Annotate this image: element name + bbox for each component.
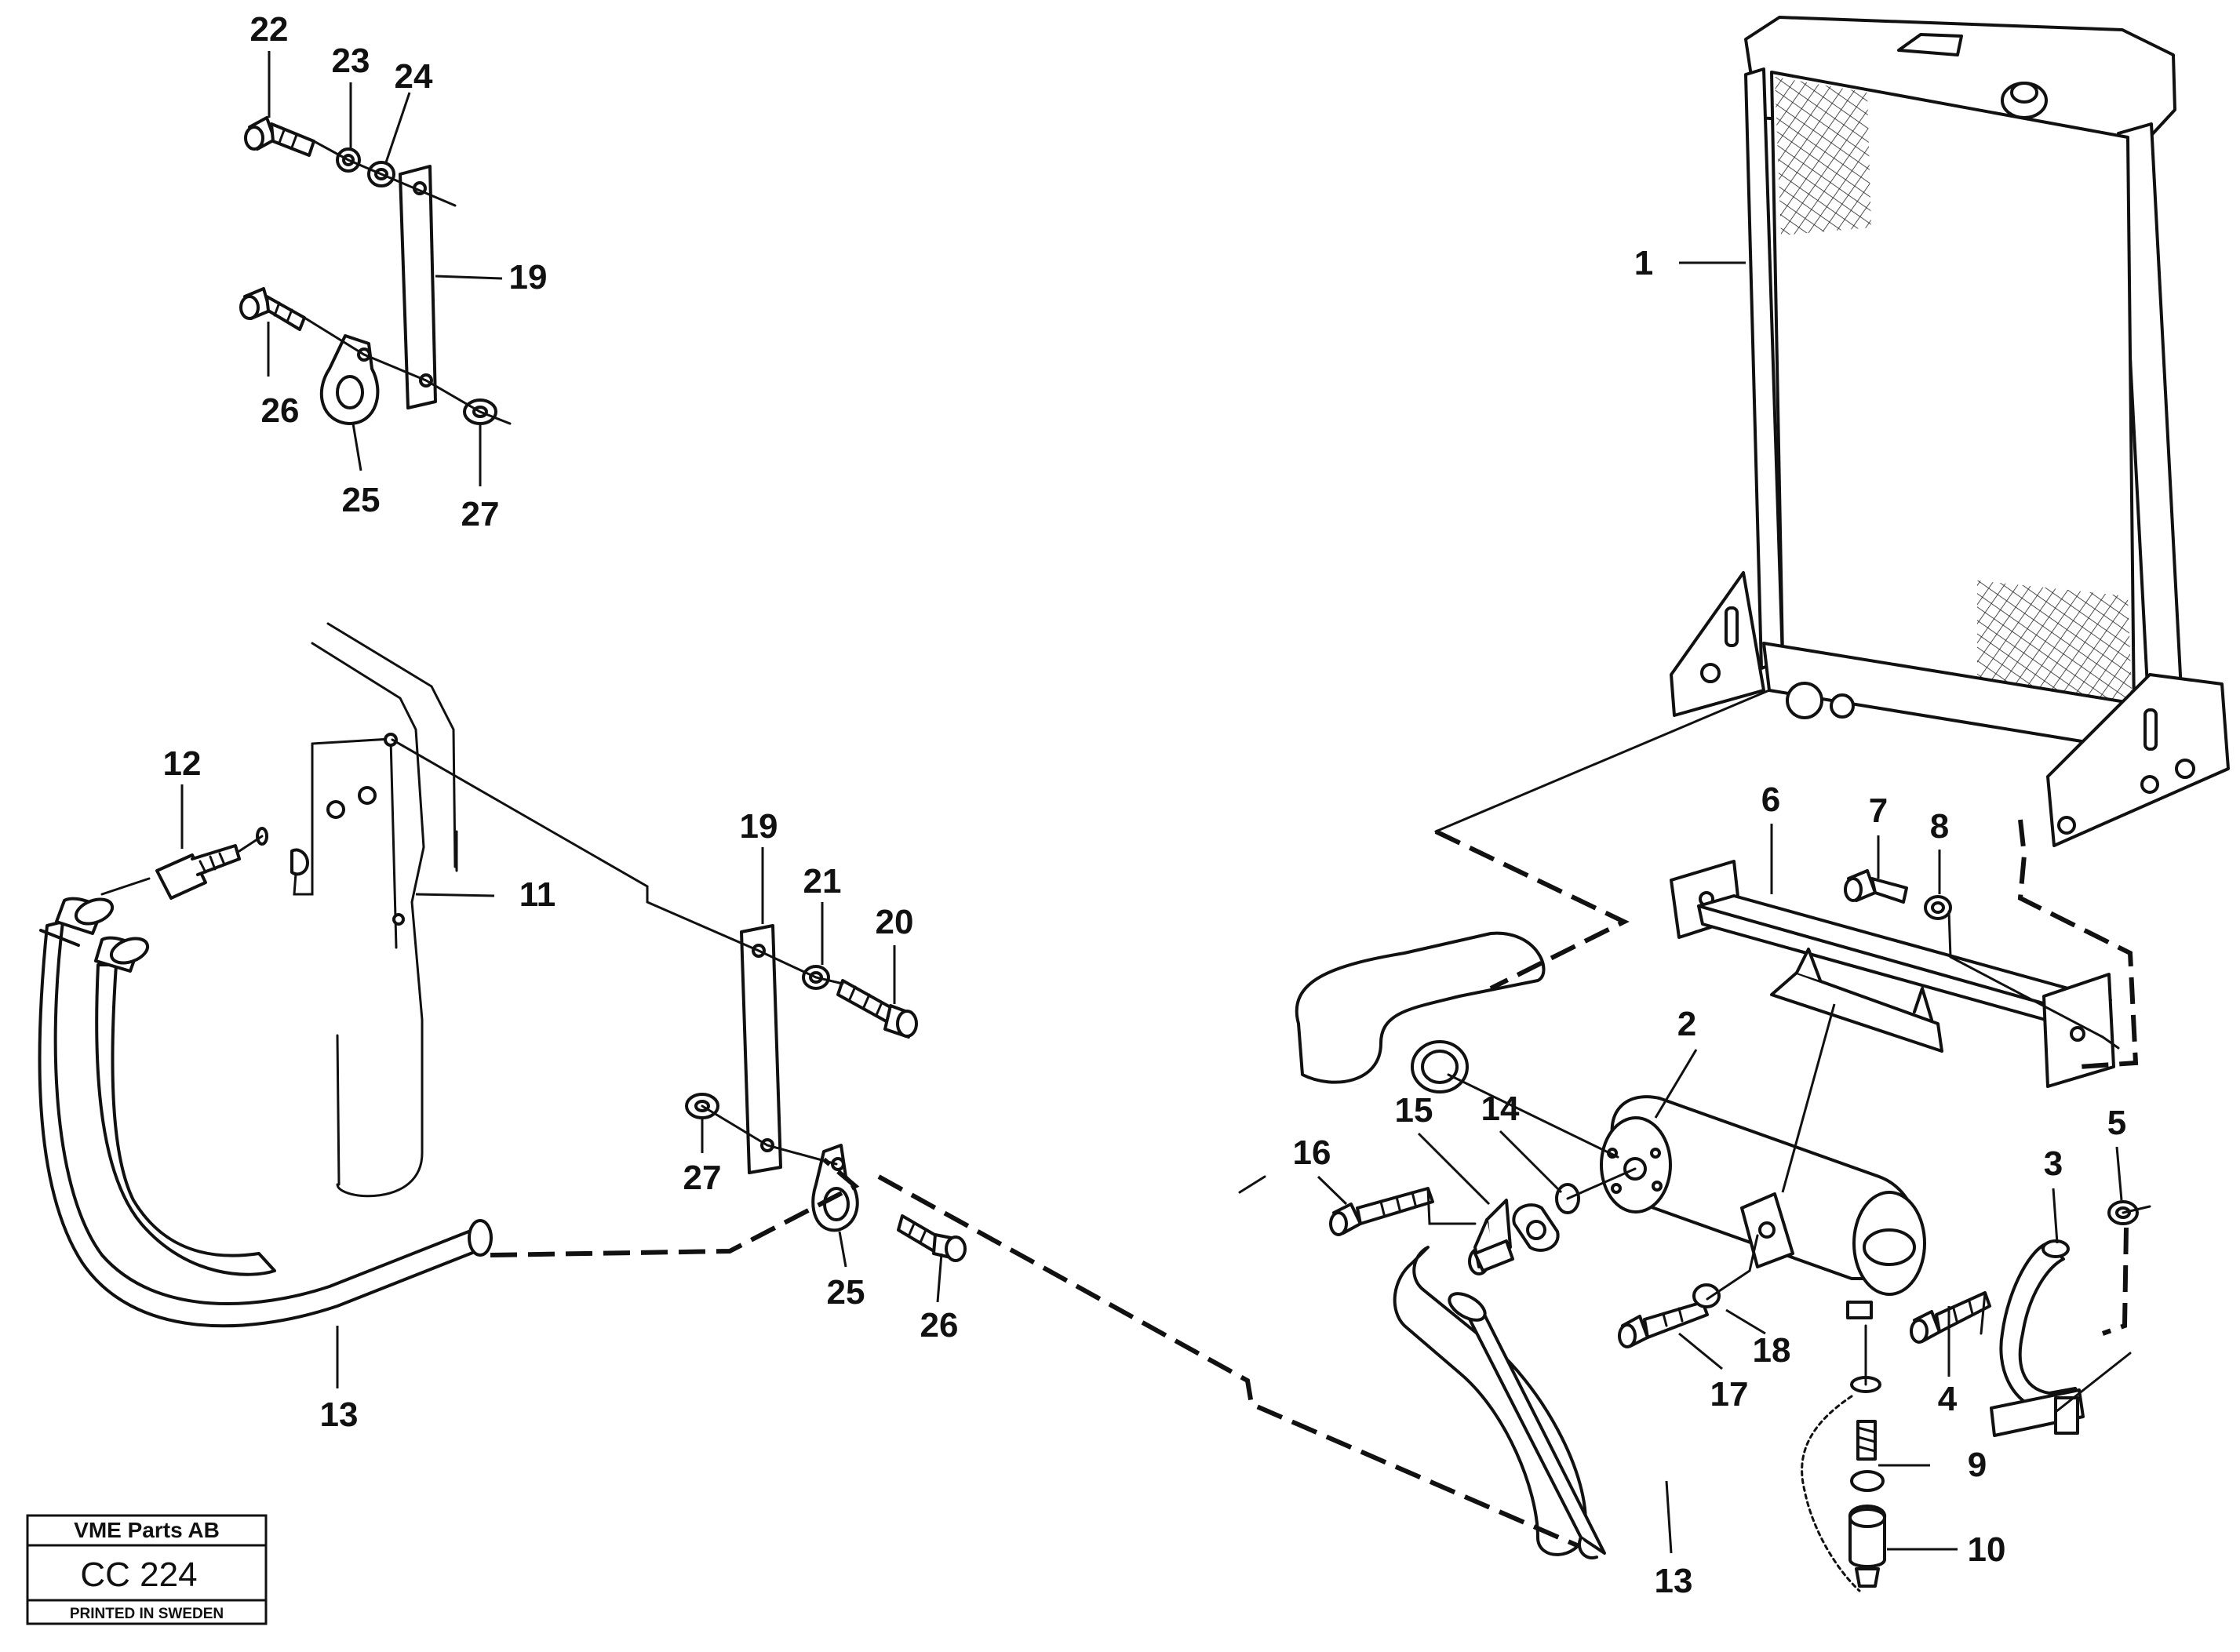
bolt-26-top [239, 287, 306, 331]
callout-22: 22 [250, 10, 289, 49]
callout-2: 2 [1677, 1005, 1696, 1043]
callout-6: 6 [1761, 781, 1780, 819]
callout-labels: 1 2 6 7 8 3 5 4 9 10 11 12 13 13 14 15 1… [163, 10, 2127, 1600]
callout-leaders [180, 51, 2123, 1554]
bracket-19-top [399, 165, 437, 409]
bolt-22 [244, 116, 315, 157]
callout-24: 24 [395, 57, 433, 96]
title-block-printed: PRINTED IN SWEDEN [70, 1606, 224, 1622]
callout-14: 14 [1481, 1090, 1520, 1128]
bolt-16 [1329, 1187, 1434, 1236]
flange-assembly [1473, 1183, 1580, 1272]
callout-5: 5 [2107, 1104, 2126, 1142]
callout-23: 23 [332, 42, 370, 80]
callout-10: 10 [1968, 1530, 2006, 1569]
callout-20: 20 [876, 903, 914, 941]
callout-25-top: 25 [342, 481, 381, 519]
drain-plug-assembly [1801, 1376, 1886, 1592]
callout-26-top: 26 [261, 391, 300, 430]
washer-18 [1692, 1283, 1721, 1308]
assembly-lines [100, 140, 2151, 1414]
radiator [1670, 16, 2230, 847]
cooler-pipes-left [38, 827, 493, 1328]
hose-clamp-3 [1990, 1239, 2085, 1437]
callout-13-right: 13 [1655, 1562, 1693, 1600]
callout-9: 9 [1968, 1446, 1987, 1484]
callout-15: 15 [1395, 1091, 1433, 1130]
callout-11: 11 [519, 875, 556, 914]
bolt-20 [836, 979, 918, 1039]
callout-19-center: 19 [740, 807, 778, 846]
cooler-pipe-right [1393, 1246, 1606, 1559]
cross-member [1670, 860, 2115, 1088]
callout-16: 16 [1293, 1133, 1331, 1172]
title-block: VME Parts AB CC 224 PRINTED IN SWEDEN [26, 1514, 268, 1625]
callout-25-center: 25 [827, 1273, 865, 1312]
upper-hose [1295, 931, 1546, 1093]
bolt-4 [1910, 1291, 1991, 1344]
callout-19-top: 19 [509, 258, 548, 297]
callout-8: 8 [1930, 807, 1949, 846]
callout-27-center: 27 [683, 1159, 722, 1197]
callout-13-left: 13 [320, 1395, 359, 1434]
callout-17: 17 [1710, 1375, 1749, 1414]
bracket-19-center [740, 924, 782, 1174]
callout-18: 18 [1753, 1331, 1791, 1370]
callout-7: 7 [1869, 791, 1888, 830]
clip-25-center [811, 1144, 859, 1232]
callout-27-top: 27 [461, 495, 500, 533]
callout-1: 1 [1634, 244, 1653, 282]
oil-cooler [1600, 1095, 1926, 1319]
callout-21: 21 [803, 862, 842, 901]
callout-4: 4 [1938, 1380, 1958, 1418]
engine-block [290, 622, 458, 1198]
callout-26-center: 26 [920, 1306, 959, 1345]
callout-12: 12 [163, 744, 202, 783]
bolt-17 [1618, 1301, 1709, 1348]
callout-3: 3 [2044, 1144, 2063, 1183]
hidden-lines [490, 819, 2139, 1548]
clip-25-top [319, 334, 380, 425]
title-block-company: VME Parts AB [74, 1518, 220, 1542]
title-block-code: CC 224 [80, 1556, 197, 1594]
bolt-26-center [897, 1214, 967, 1262]
washer-8 [1924, 895, 1952, 920]
bolt-7 [1844, 869, 1908, 904]
